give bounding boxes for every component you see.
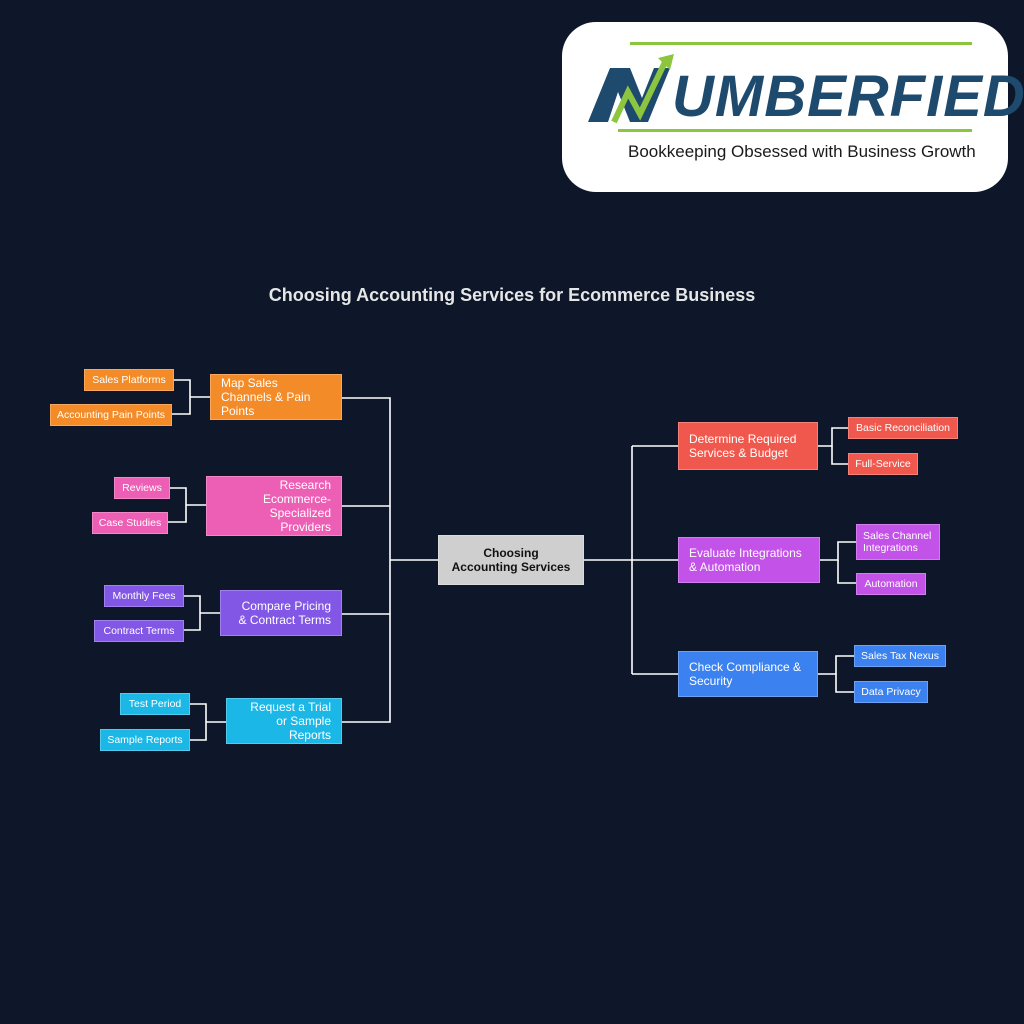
leaf-basic-reconciliation: Basic Reconciliation <box>848 417 958 439</box>
branch-determine-services: Determine Required Services & Budget <box>678 422 818 470</box>
branch-check-compliance: Check Compliance & Security <box>678 651 818 697</box>
branch-label: Compare Pricing & Contract Terms <box>238 599 331 627</box>
leaf-data-privacy: Data Privacy <box>854 681 928 703</box>
leaf-full-service: Full-Service <box>848 453 918 475</box>
logo-wordmark: UMBERFIED <box>672 64 1024 129</box>
branch-label: Map Sales Channels & Pain Points <box>221 376 311 418</box>
branch-label: Research Ecommerce-Specialized Providers <box>262 478 331 534</box>
leaf-case-studies: Case Studies <box>92 512 168 534</box>
logo-bottom-rule <box>618 129 972 132</box>
branch-label: Request a Trial or Sample Reports <box>250 700 331 742</box>
logo-card: UMBERFIED Bookkeeping Obsessed with Busi… <box>562 22 1024 192</box>
branch-evaluate-integrations: Evaluate Integrations & Automation <box>678 537 820 583</box>
leaf-sales-platforms: Sales Platforms <box>84 369 174 391</box>
branch-request-trial: Request a Trial or Sample Reports <box>226 698 342 744</box>
branch-compare-pricing: Compare Pricing & Contract Terms <box>220 590 342 636</box>
leaf-sales-channel-integrations: Sales Channel Integrations <box>856 524 940 560</box>
leaf-contract-terms: Contract Terms <box>94 620 184 642</box>
leaf-sample-reports: Sample Reports <box>100 729 190 751</box>
center-node-label: Choosing Accounting Services <box>451 546 571 574</box>
leaf-automation: Automation <box>856 573 926 595</box>
leaf-sales-tax-nexus: Sales Tax Nexus <box>854 645 946 667</box>
logo-n-arrow-icon <box>588 54 674 124</box>
leaf-reviews: Reviews <box>114 477 170 499</box>
branch-label: Determine Required Services & Budget <box>689 432 797 460</box>
logo-top-rule <box>630 42 972 45</box>
logo-tagline: Bookkeeping Obsessed with Business Growt… <box>628 142 976 161</box>
center-node: Choosing Accounting Services <box>438 535 584 585</box>
leaf-monthly-fees: Monthly Fees <box>104 585 184 607</box>
branch-research-providers: Research Ecommerce-Specialized Providers <box>206 476 342 536</box>
diagram-title: Choosing Accounting Services for Ecommer… <box>268 285 756 305</box>
branch-label: Evaluate Integrations & Automation <box>689 546 802 574</box>
leaf-test-period: Test Period <box>120 693 190 715</box>
branch-map-sales-channels: Map Sales Channels & Pain Points <box>210 374 342 420</box>
branch-label: Check Compliance & Security <box>689 660 802 688</box>
leaf-accounting-pain-points: Accounting Pain Points <box>50 404 172 426</box>
